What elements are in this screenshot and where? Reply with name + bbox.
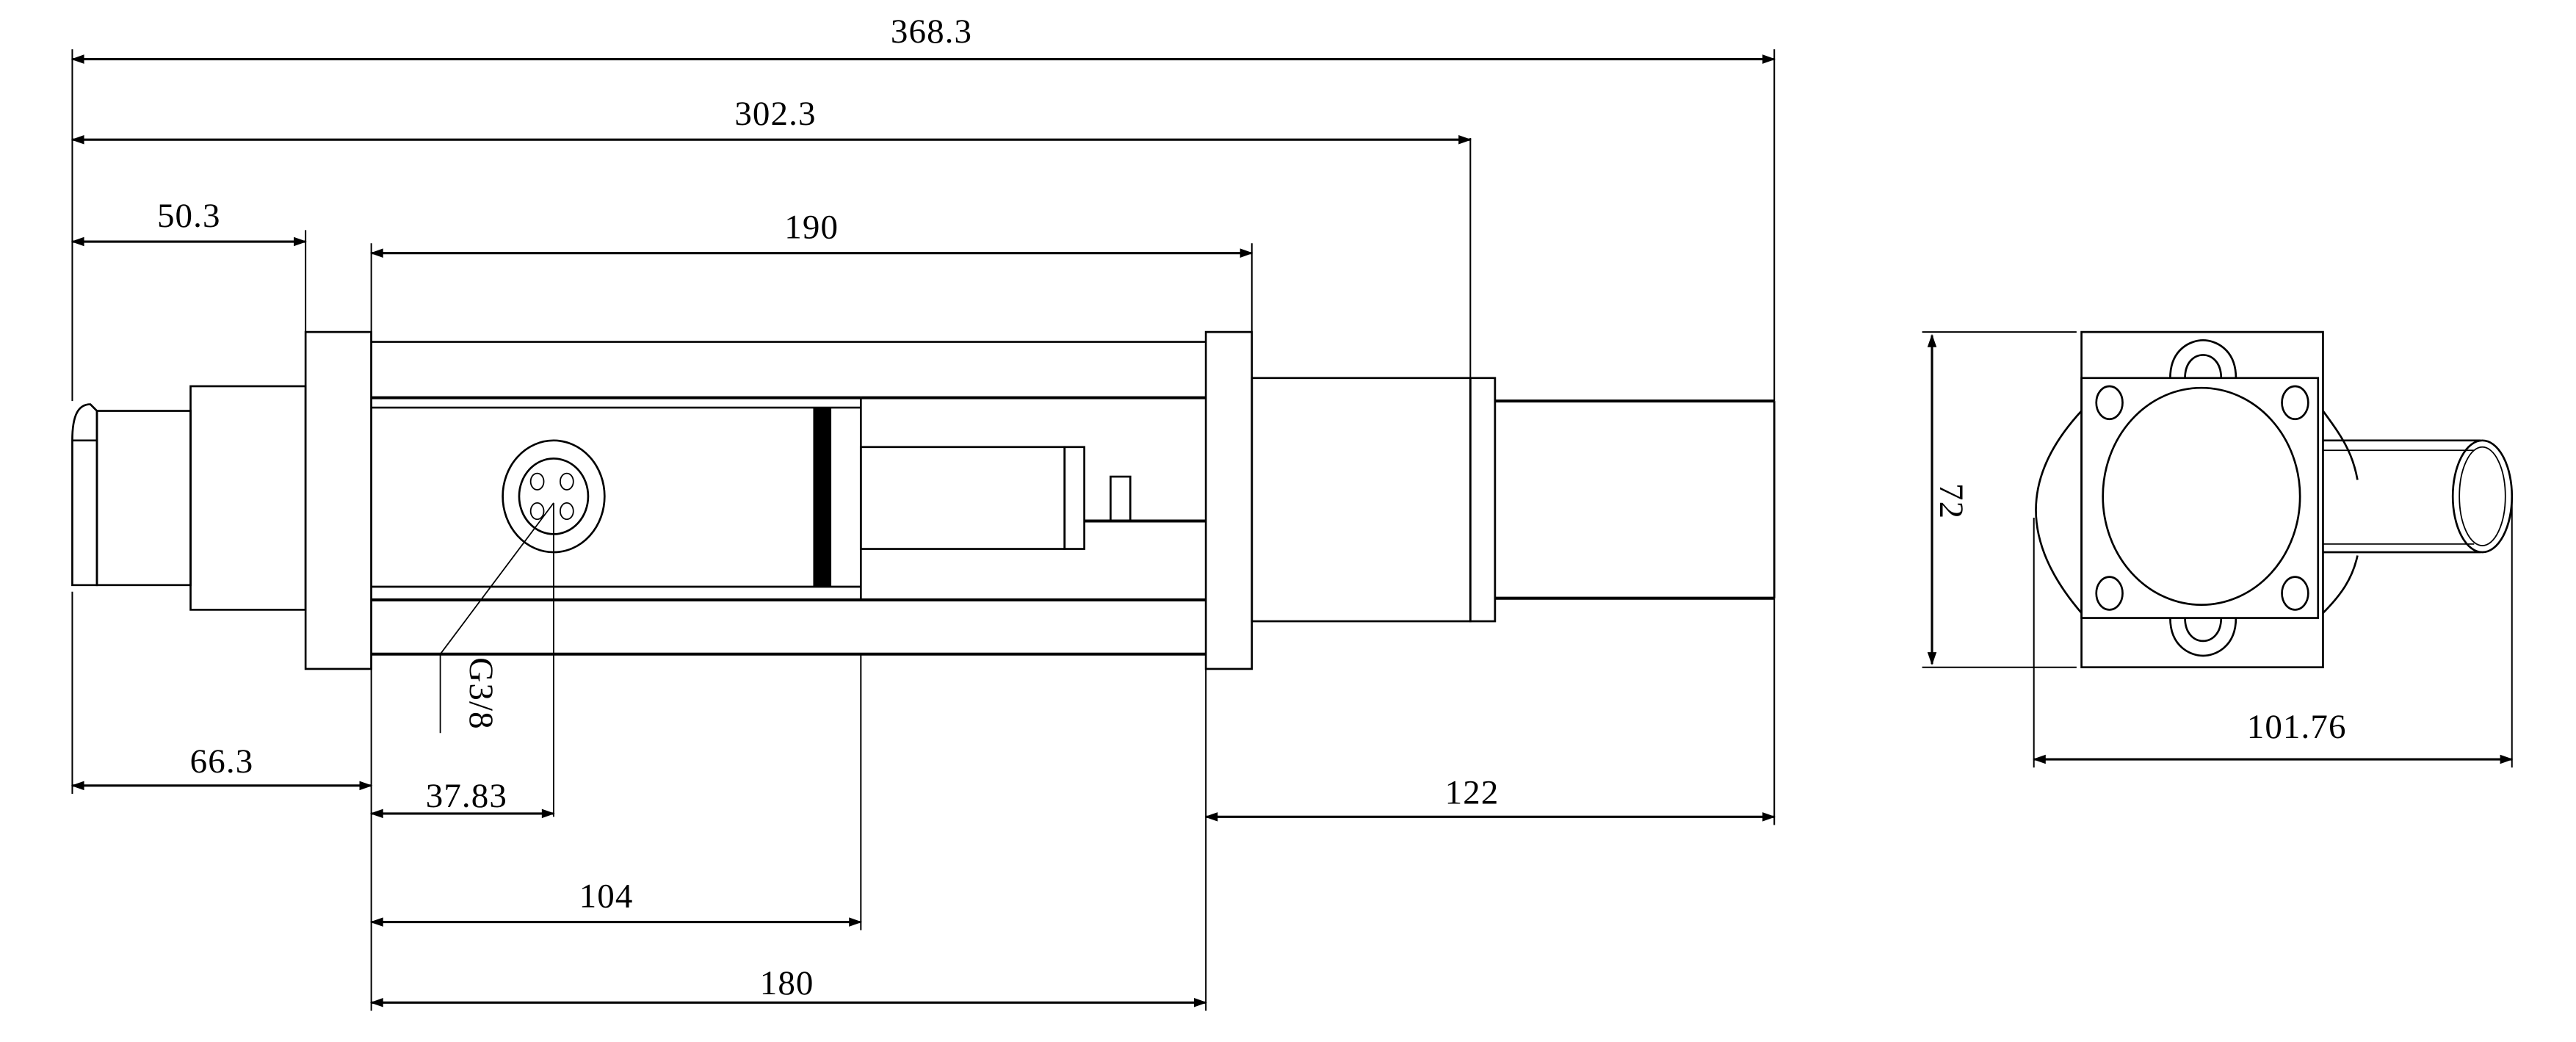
central-bore: [2102, 386, 2301, 606]
dim-port-offset: 37.83: [426, 777, 507, 815]
dim-rod-position: 104: [579, 877, 634, 915]
extended-rod: [1494, 399, 1776, 600]
end-view-dimensions: 72 101.76: [1922, 331, 2514, 768]
main-body: [370, 332, 1206, 669]
port-fitting: [439, 439, 606, 817]
front-flange: [1204, 330, 1253, 670]
dim-flange-offset: 66.3: [190, 742, 254, 781]
dim-body-length: 190: [784, 209, 839, 247]
collar: [1469, 377, 1497, 623]
port-thread-label: G3/8: [462, 657, 500, 729]
dim-length-to-collar: 302.3: [734, 95, 816, 133]
rear-connector: [71, 385, 307, 611]
dim-rod-extension: 122: [1445, 773, 1499, 811]
pipe-end: [2451, 439, 2514, 554]
end-view: [2035, 330, 2514, 669]
dim-tube-length: 180: [760, 964, 814, 1002]
side-view: G3/8: [71, 330, 1776, 817]
square-plate: [2080, 377, 2320, 619]
front-head: [1251, 377, 1472, 623]
dim-end-width: 101.76: [2247, 708, 2347, 746]
dim-connector-length: 50.3: [157, 197, 221, 235]
piston: [813, 408, 832, 587]
rear-flange: [304, 330, 372, 670]
dim-end-height: 72: [1932, 483, 1970, 519]
dimension-lines: 368.3 302.3 50.3 190 66.3 37.83 104 180 …: [70, 12, 1776, 1011]
dim-overall-length: 368.3: [891, 12, 972, 51]
